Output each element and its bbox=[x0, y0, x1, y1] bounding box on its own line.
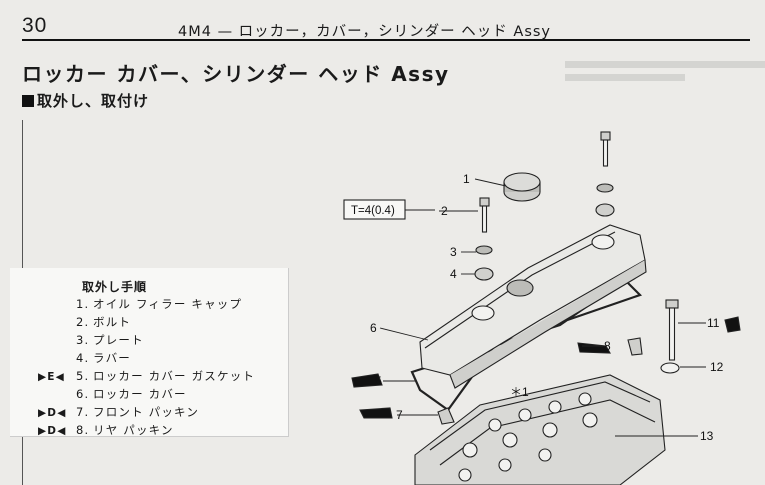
torque-spec-box bbox=[343, 199, 406, 220]
procedure-panel: 取外し手順 1.オイル フィラー キャップ 2.ボルト 3.プレート 4.ラバー… bbox=[10, 268, 289, 437]
header-rule bbox=[22, 39, 750, 41]
callout-8: 8 bbox=[604, 339, 611, 353]
list-item: 1.オイル フィラー キャップ bbox=[76, 297, 243, 311]
procedure-steps: 1.オイル フィラー キャップ 2.ボルト 3.プレート 4.ラバー ▶E◀5.… bbox=[38, 295, 255, 439]
procedure-heading: 取外し手順 bbox=[82, 280, 148, 294]
callout-13: 13 bbox=[700, 429, 714, 443]
callout-1: 1 bbox=[463, 172, 470, 186]
callout-6: 6 bbox=[370, 321, 377, 335]
square-bullet-icon bbox=[22, 95, 34, 107]
bleed-through-text bbox=[565, 55, 765, 95]
cylinder-head-illustration bbox=[414, 374, 666, 485]
callout-2: 2 bbox=[441, 204, 448, 218]
callout-12: 12 bbox=[710, 360, 724, 374]
list-item: ▶E◀5.ロッカー カバー ガスケット bbox=[38, 367, 255, 385]
special-tool-mark-d: ▶D◀ bbox=[38, 425, 67, 437]
bolt-illustration bbox=[479, 131, 679, 361]
list-item: 4.ラバー bbox=[76, 351, 131, 365]
special-tool-mark-e: ▶E◀ bbox=[38, 371, 65, 383]
washer-illustration bbox=[660, 362, 680, 374]
front-packing-illustration bbox=[351, 373, 383, 388]
callout-5: 5 bbox=[375, 374, 382, 388]
list-item: ▶D◀7.フロント パッキン bbox=[38, 403, 255, 421]
callout-4: 4 bbox=[450, 267, 457, 281]
list-item: 2.ボルト bbox=[76, 315, 132, 329]
section-subtitle: 取外し、取付け bbox=[22, 90, 149, 111]
callout-11: 11 bbox=[707, 316, 720, 330]
list-item: ▶D◀8.リヤ パッキン bbox=[38, 421, 255, 439]
callout-7: 7 bbox=[396, 408, 403, 422]
oil-filler-cap-illustration bbox=[503, 172, 541, 202]
rocker-cover-illustration bbox=[419, 224, 647, 389]
page-number: 30 bbox=[22, 14, 48, 37]
list-item: 3.プレート bbox=[76, 333, 144, 347]
torque-spec-label: T=4(0.4) bbox=[351, 205, 395, 217]
page-title: ロッカー カバー、シリンダー ヘッド Assy bbox=[22, 62, 450, 86]
exploded-view-diagram: T=4(0.4) 1 2 3 4 5 6 7 8 11 12 13 ＊1 bbox=[343, 131, 741, 485]
rocker-cover-gasket bbox=[410, 278, 643, 412]
special-tool-mark-d: ▶D◀ bbox=[38, 407, 67, 419]
list-item: 6.ロッカー カバー bbox=[76, 387, 187, 401]
callout-3: 3 bbox=[450, 245, 457, 259]
rubber-illustration bbox=[474, 267, 494, 281]
plate-illustration bbox=[475, 245, 493, 255]
callout-star-1: ＊1 bbox=[510, 385, 529, 399]
rear-packing-illustration bbox=[577, 342, 611, 354]
subtitle-text: 取外し、取付け bbox=[37, 92, 150, 110]
running-head: 4M4 — ロッカー，カバー，シリンダー ヘッド Assy bbox=[178, 24, 552, 40]
